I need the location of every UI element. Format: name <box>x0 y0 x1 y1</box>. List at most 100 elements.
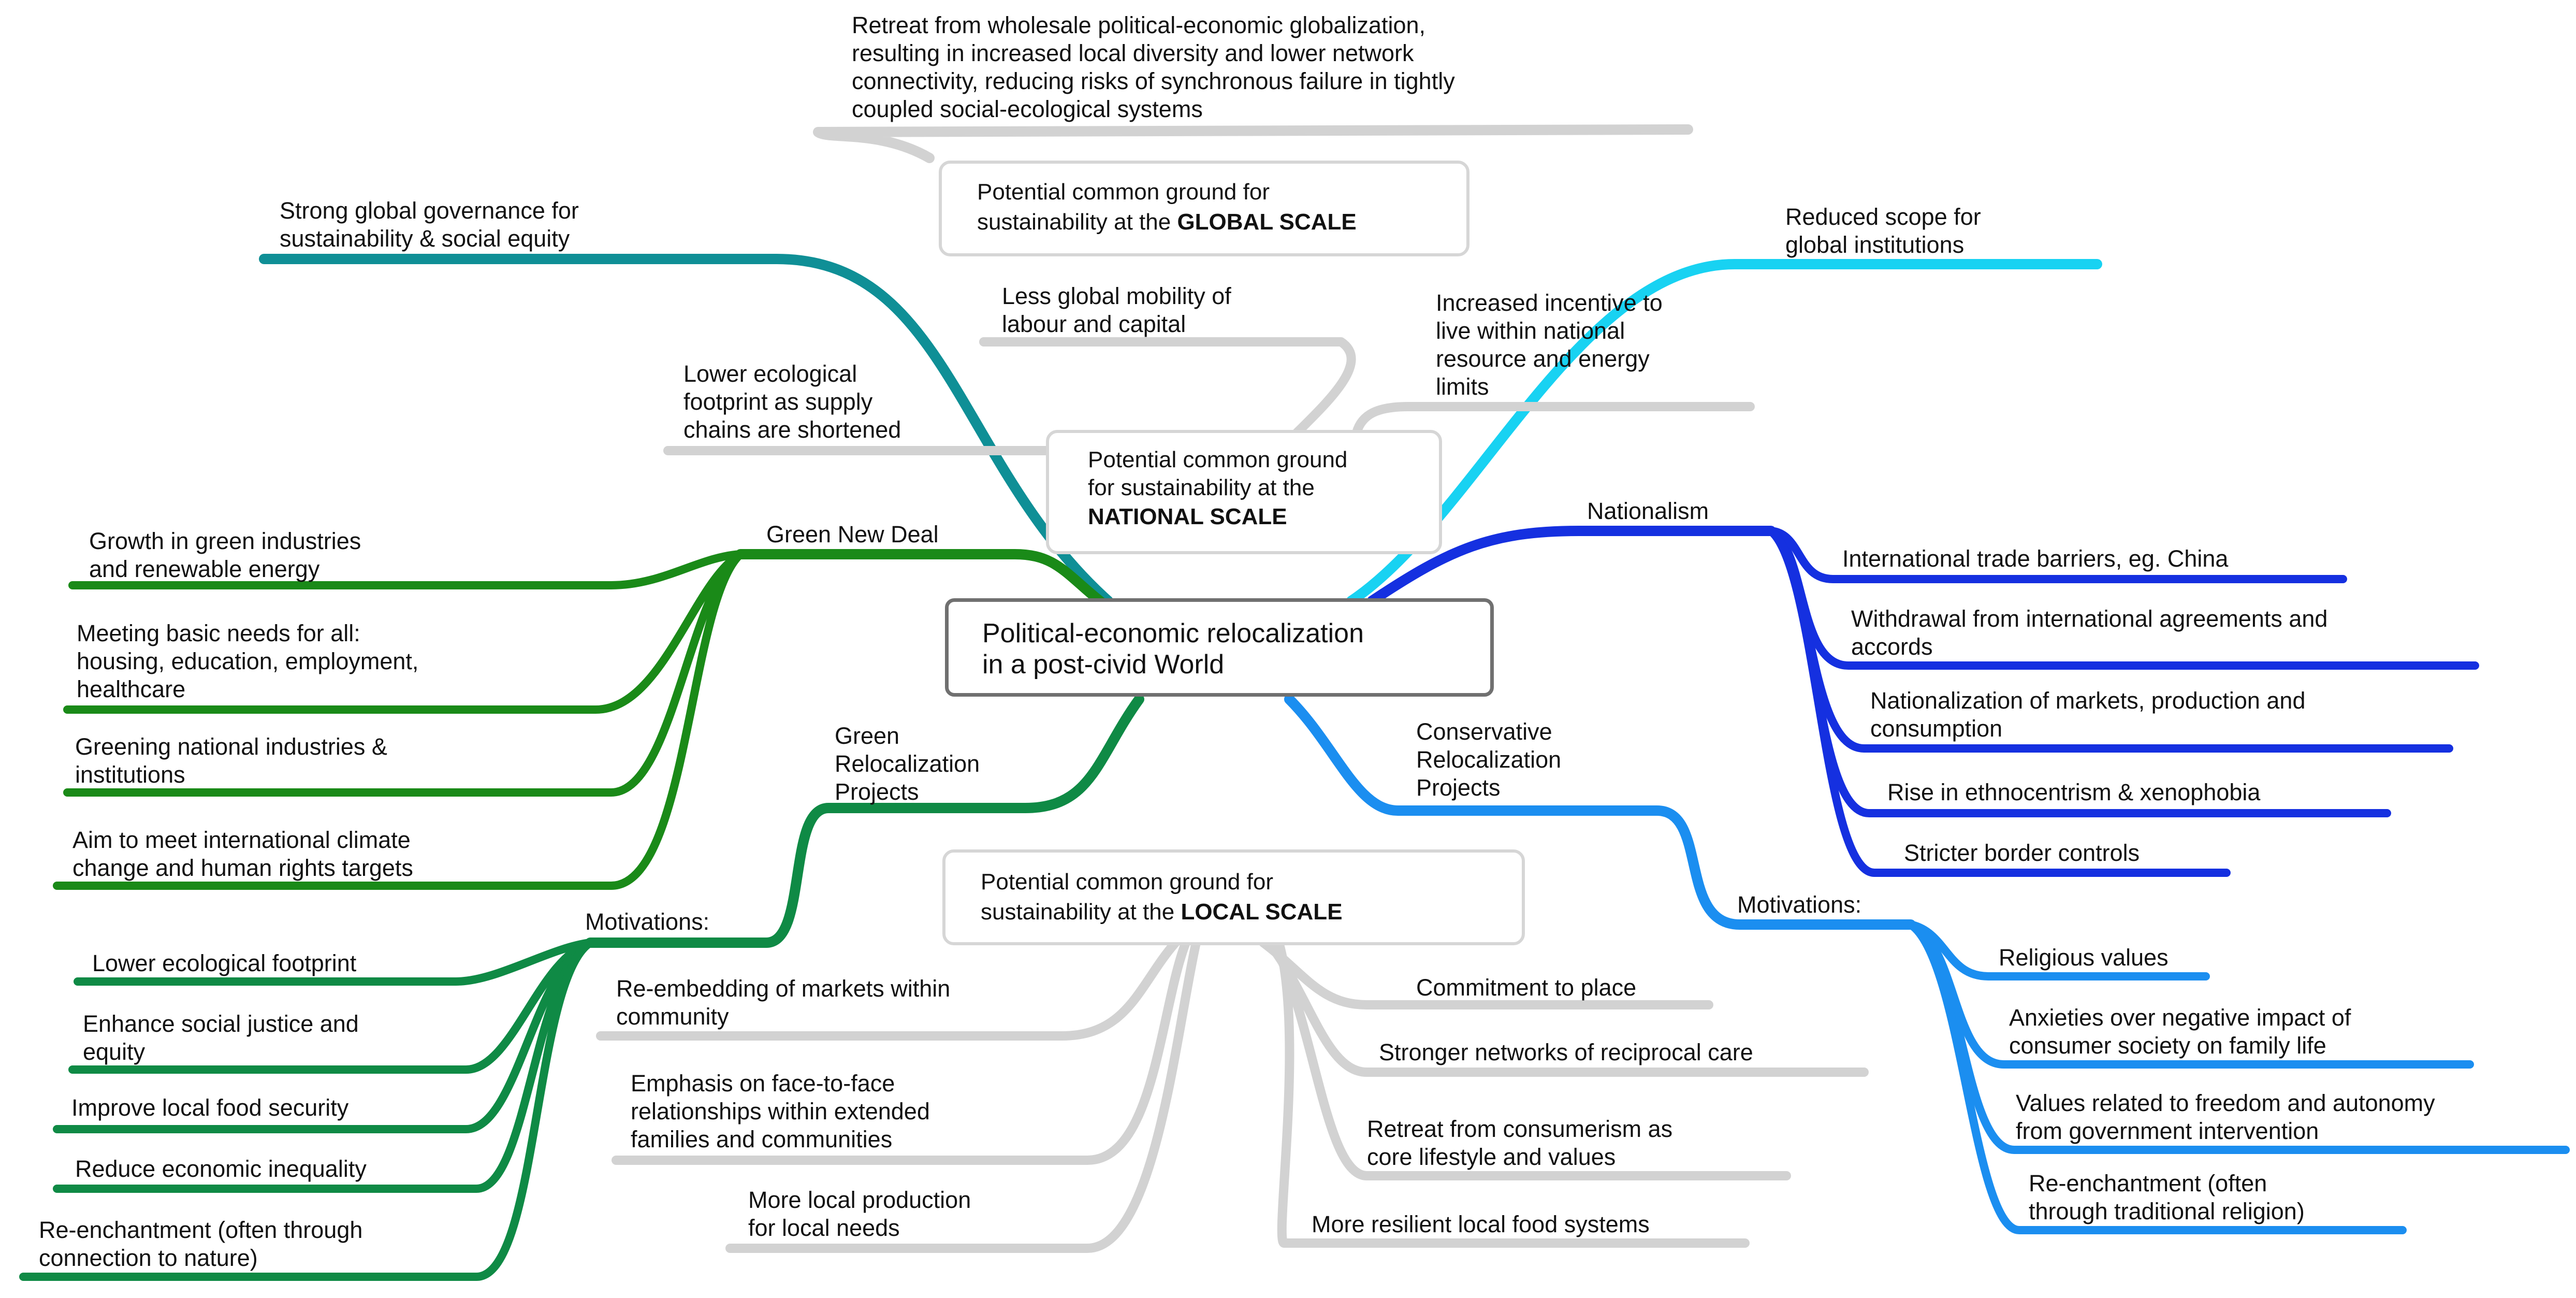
conservative-motivation-3-line1: Values related to freedom and autonomy <box>2016 1090 2435 1116</box>
central-topic-box: Political-economic relocalization in a p… <box>945 598 1494 697</box>
central-topic-line1: Political-economic relocalization <box>982 618 1364 648</box>
national-scale-line2: for sustainability at the <box>1088 475 1315 500</box>
nationalism-title: Nationalism <box>1587 498 1709 524</box>
national-scale-line3: NATIONAL SCALE <box>1088 503 1287 531</box>
branch-local-left-3 <box>725 938 1201 1253</box>
conservative-motivation-4-line1: Re-enchantment (often <box>2029 1170 2267 1196</box>
strong-governance-line1: Strong global governance for <box>280 197 579 224</box>
branch-incentive <box>1352 402 1755 437</box>
conservative-relocalization-title-line1: Conservative <box>1416 718 1552 745</box>
green-motivation-1: Lower ecological footprint <box>92 950 357 976</box>
branch-gnd-item-1 <box>68 550 745 589</box>
reduced-scope-line2: global institutions <box>1785 232 1964 258</box>
global-retreat-line1: Retreat from wholesale political-economi… <box>852 12 1426 38</box>
branch-nationalism-item-1 <box>1767 527 2347 583</box>
local-right-3-line1: Retreat from consumerism as <box>1367 1116 1673 1142</box>
conservative-motivation-2-line2: consumer society on family life <box>2009 1032 2326 1059</box>
local-scale-bold: LOCAL SCALE <box>1181 899 1343 925</box>
national-scale-box: Potential common ground for sustainabili… <box>1046 430 1442 554</box>
national-scale-line1: Potential common ground <box>1088 447 1348 472</box>
local-left-1-line1: Re-embedding of markets within <box>616 975 951 1002</box>
gnd-item-4-line1: Aim to meet international climate <box>72 827 411 853</box>
gnd-item-2-line3: healthcare <box>77 676 186 702</box>
less-mobility-line2: labour and capital <box>1002 311 1186 337</box>
branch-local-left-2 <box>612 938 1190 1165</box>
nationalism-item-5: Stricter border controls <box>1904 840 2140 866</box>
branch-conservative-motivation-4 <box>1906 920 2407 1234</box>
national-scale-bold: NATIONAL SCALE <box>1088 504 1287 529</box>
incentive-line4: limits <box>1436 373 1489 400</box>
branch-conservative-relocalization <box>1284 694 1916 930</box>
nationalism-item-3-line2: consumption <box>1870 715 2003 742</box>
conservative-motivations-label: Motivations: <box>1737 891 1862 918</box>
branch-green-motivation-1 <box>74 939 594 986</box>
incentive-line3: resource and energy <box>1436 345 1650 372</box>
green-relocalization-title-line2: Relocalization <box>835 751 980 777</box>
incentive-line2: live within national <box>1436 318 1625 344</box>
branch-nationalism-item-4 <box>1767 527 2391 817</box>
gnd-item-2-line2: housing, education, employment, <box>77 648 419 674</box>
conservative-motivation-3-line2: from government intervention <box>2016 1118 2319 1144</box>
conservative-motivation-4-line2: through traditional religion) <box>2029 1198 2305 1224</box>
local-left-2-line1: Emphasis on face-to-face <box>631 1070 895 1097</box>
local-scale-prefix: sustainability at the <box>981 899 1181 925</box>
green-motivation-5-line1: Re-enchantment (often through <box>39 1217 363 1243</box>
reduced-scope-line1: Reduced scope for <box>1785 204 1981 230</box>
green-relocalization-title-line3: Projects <box>835 778 919 805</box>
lower-footprint-line1: Lower ecological <box>683 360 857 387</box>
gnd-item-3-line2: institutions <box>75 761 185 788</box>
conservative-relocalization-title-line3: Projects <box>1416 774 1501 801</box>
global-scale-line1: Potential common ground for <box>977 179 1270 205</box>
conservative-motivation-2-line1: Anxieties over negative impact of <box>2009 1004 2351 1031</box>
nationalism-item-2-line2: accords <box>1851 633 1933 660</box>
global-retreat-line4: coupled social-ecological systems <box>852 96 1203 122</box>
lower-footprint-line2: footprint as supply <box>683 388 873 415</box>
nationalism-item-3-line1: Nationalization of markets, production a… <box>1870 687 2306 714</box>
global-retreat-line3: connectivity, reducing risks of synchron… <box>852 68 1455 94</box>
local-left-3-line2: for local needs <box>748 1215 900 1241</box>
green-motivation-2-line2: equity <box>83 1039 145 1065</box>
local-left-2-line2: relationships within extended <box>631 1098 930 1124</box>
green-motivation-4: Reduce economic inequality <box>75 1156 367 1182</box>
global-scale-bold: GLOBAL SCALE <box>1177 209 1357 235</box>
branch-green-motivation-5 <box>19 939 594 1281</box>
green-motivation-2-line1: Enhance social justice and <box>83 1011 359 1037</box>
conservative-relocalization-title-line2: Relocalization <box>1416 746 1562 773</box>
local-right-2: Stronger networks of reciprocal care <box>1379 1039 1753 1065</box>
branch-less-mobility <box>979 337 1356 445</box>
incentive-line1: Increased incentive to <box>1436 290 1663 316</box>
global-scale-prefix: sustainability at the <box>977 209 1177 235</box>
branch-nationalism <box>1367 526 1776 606</box>
local-right-3-line2: core lifestyle and values <box>1367 1144 1616 1170</box>
global-retreat-line2: resulting in increased local diversity a… <box>852 40 1414 66</box>
nationalism-item-1: International trade barriers, eg. China <box>1842 545 2229 572</box>
gnd-item-1-line2: and renewable energy <box>89 556 320 582</box>
gnd-item-3-line1: Greening national industries & <box>75 733 387 760</box>
lower-footprint-line3: chains are shortened <box>683 416 901 443</box>
local-right-4: More resilient local food systems <box>1312 1211 1650 1237</box>
global-scale-line2: sustainability at the GLOBAL SCALE <box>977 208 1357 236</box>
central-topic-line2: in a post-civid World <box>982 650 1225 680</box>
gnd-item-1-line1: Growth in green industries <box>89 528 361 554</box>
nationalism-item-2-line1: Withdrawal from international agreements… <box>1851 605 2328 632</box>
conservative-motivation-1: Religious values <box>1999 944 2169 971</box>
local-left-2-line3: families and communities <box>631 1126 893 1152</box>
strong-governance-line2: sustainability & social equity <box>280 225 570 252</box>
branch-nationalism-item-5 <box>1767 527 2231 877</box>
local-scale-box: Potential common ground for sustainabili… <box>942 849 1525 945</box>
green-motivations-label: Motivations: <box>585 908 710 935</box>
green-relocalization-title-line1: Green <box>835 723 900 749</box>
nationalism-item-4: Rise in ethnocentrism & xenophobia <box>1887 779 2261 805</box>
green-motivation-3: Improve local food security <box>71 1094 349 1121</box>
gnd-item-2-line1: Meeting basic needs for all: <box>77 620 360 646</box>
green-new-deal-title: Green New Deal <box>766 521 939 547</box>
local-left-3-line1: More local production <box>748 1187 971 1213</box>
local-right-1: Commitment to place <box>1416 974 1637 1001</box>
gnd-item-4-line2: change and human rights targets <box>72 855 413 881</box>
green-motivation-5-line2: connection to nature) <box>39 1245 258 1271</box>
branch-local-left-1 <box>596 938 1180 1041</box>
local-left-1-line2: community <box>616 1003 729 1030</box>
branch-gnd-item-4 <box>53 550 745 890</box>
branch-green-new-deal <box>735 549 1108 609</box>
